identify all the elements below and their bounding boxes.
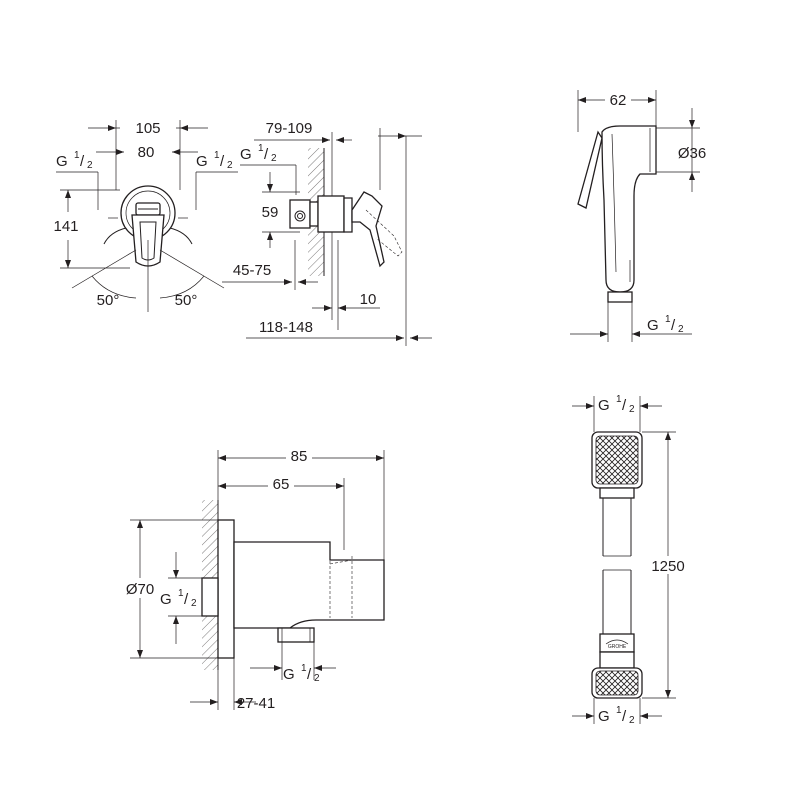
svg-text:2: 2 [271, 153, 277, 164]
svg-text:2: 2 [678, 324, 684, 335]
svg-text:1: 1 [178, 588, 184, 599]
svg-text:G: G [196, 153, 208, 170]
outlet-wall-range-label: 27-41 [237, 695, 275, 712]
svg-text:/: / [80, 153, 85, 170]
svg-text:G: G [283, 666, 295, 683]
mixer-width-inner-label: 80 [138, 144, 155, 161]
svg-text:1: 1 [616, 394, 622, 405]
svg-text:1: 1 [214, 150, 220, 161]
hose-thread-bottom-label: G 1 / 2 [598, 705, 635, 726]
svg-text:1: 1 [616, 705, 622, 716]
svg-text:/: / [622, 397, 627, 414]
outlet-bottom-thread-label: G 1 / 2 [283, 663, 320, 684]
outlet-diameter-label: Ø70 [126, 581, 154, 598]
svg-text:2: 2 [87, 160, 93, 171]
svg-text:G: G [598, 397, 610, 414]
svg-text:/: / [671, 317, 676, 334]
mixer-side-height-label: 59 [262, 204, 279, 221]
mixer-side-thread-label: G 1 / 2 [240, 143, 277, 164]
svg-text:/: / [307, 666, 312, 683]
svg-text:2: 2 [629, 404, 635, 415]
mixer-depth-range-label: 79-109 [266, 120, 313, 137]
mixer-height-label: 141 [53, 218, 78, 235]
svg-text:1: 1 [258, 143, 264, 154]
svg-text:G: G [240, 146, 252, 163]
svg-text:1: 1 [665, 314, 671, 325]
angle-right-label: 50° [175, 292, 198, 309]
hose-length-label: 1250 [651, 558, 684, 575]
svg-text:G: G [160, 591, 172, 608]
svg-text:/: / [220, 153, 225, 170]
mixer-overall-range-label: 118-148 [259, 319, 313, 336]
svg-text:G: G [56, 153, 68, 170]
wall-outlet-view: 85 65 Ø70 G [118, 446, 385, 712]
hand-shower-view: 62 Ø36 G 1 / 2 [570, 90, 706, 342]
outlet-side-thread-label: G 1 / 2 [160, 588, 197, 609]
mixer-thread-right-label: G 1 / 2 [196, 150, 233, 171]
svg-text:2: 2 [191, 598, 197, 609]
svg-text:G: G [647, 317, 659, 334]
mixer-wall-range-label: 45-75 [233, 262, 271, 279]
hose-view: G 1 / 2 GROHE 1250 [572, 394, 688, 726]
svg-text:2: 2 [227, 160, 233, 171]
mixer-side-view: 79-109 G 1 / 2 59 45-75 [222, 120, 432, 346]
shower-thread-label: G 1 / 2 [647, 314, 684, 335]
mixer-width-outer-label: 105 [135, 120, 160, 137]
outlet-depth-outer-label: 85 [291, 448, 308, 465]
mixer-front-view: 105 80 G 1 / 2 G 1 / 2 [53, 120, 238, 312]
svg-text:2: 2 [314, 673, 320, 684]
mixer-offset-label: 10 [360, 291, 377, 308]
hose-thread-top-label: G 1 / 2 [598, 394, 635, 415]
svg-text:/: / [184, 591, 189, 608]
svg-text:/: / [264, 146, 269, 163]
svg-text:/: / [622, 708, 627, 725]
svg-text:G: G [598, 708, 610, 725]
mixer-thread-left-label: G 1 / 2 [56, 150, 93, 171]
svg-text:1: 1 [301, 663, 307, 674]
brand-logo-text: GROHE [608, 644, 627, 650]
svg-text:2: 2 [629, 715, 635, 726]
svg-text:1: 1 [74, 150, 80, 161]
shower-diameter-label: Ø36 [678, 145, 706, 162]
angle-left-label: 50° [97, 292, 120, 309]
shower-length-label: 62 [610, 92, 627, 109]
outlet-depth-inner-label: 65 [273, 476, 290, 493]
